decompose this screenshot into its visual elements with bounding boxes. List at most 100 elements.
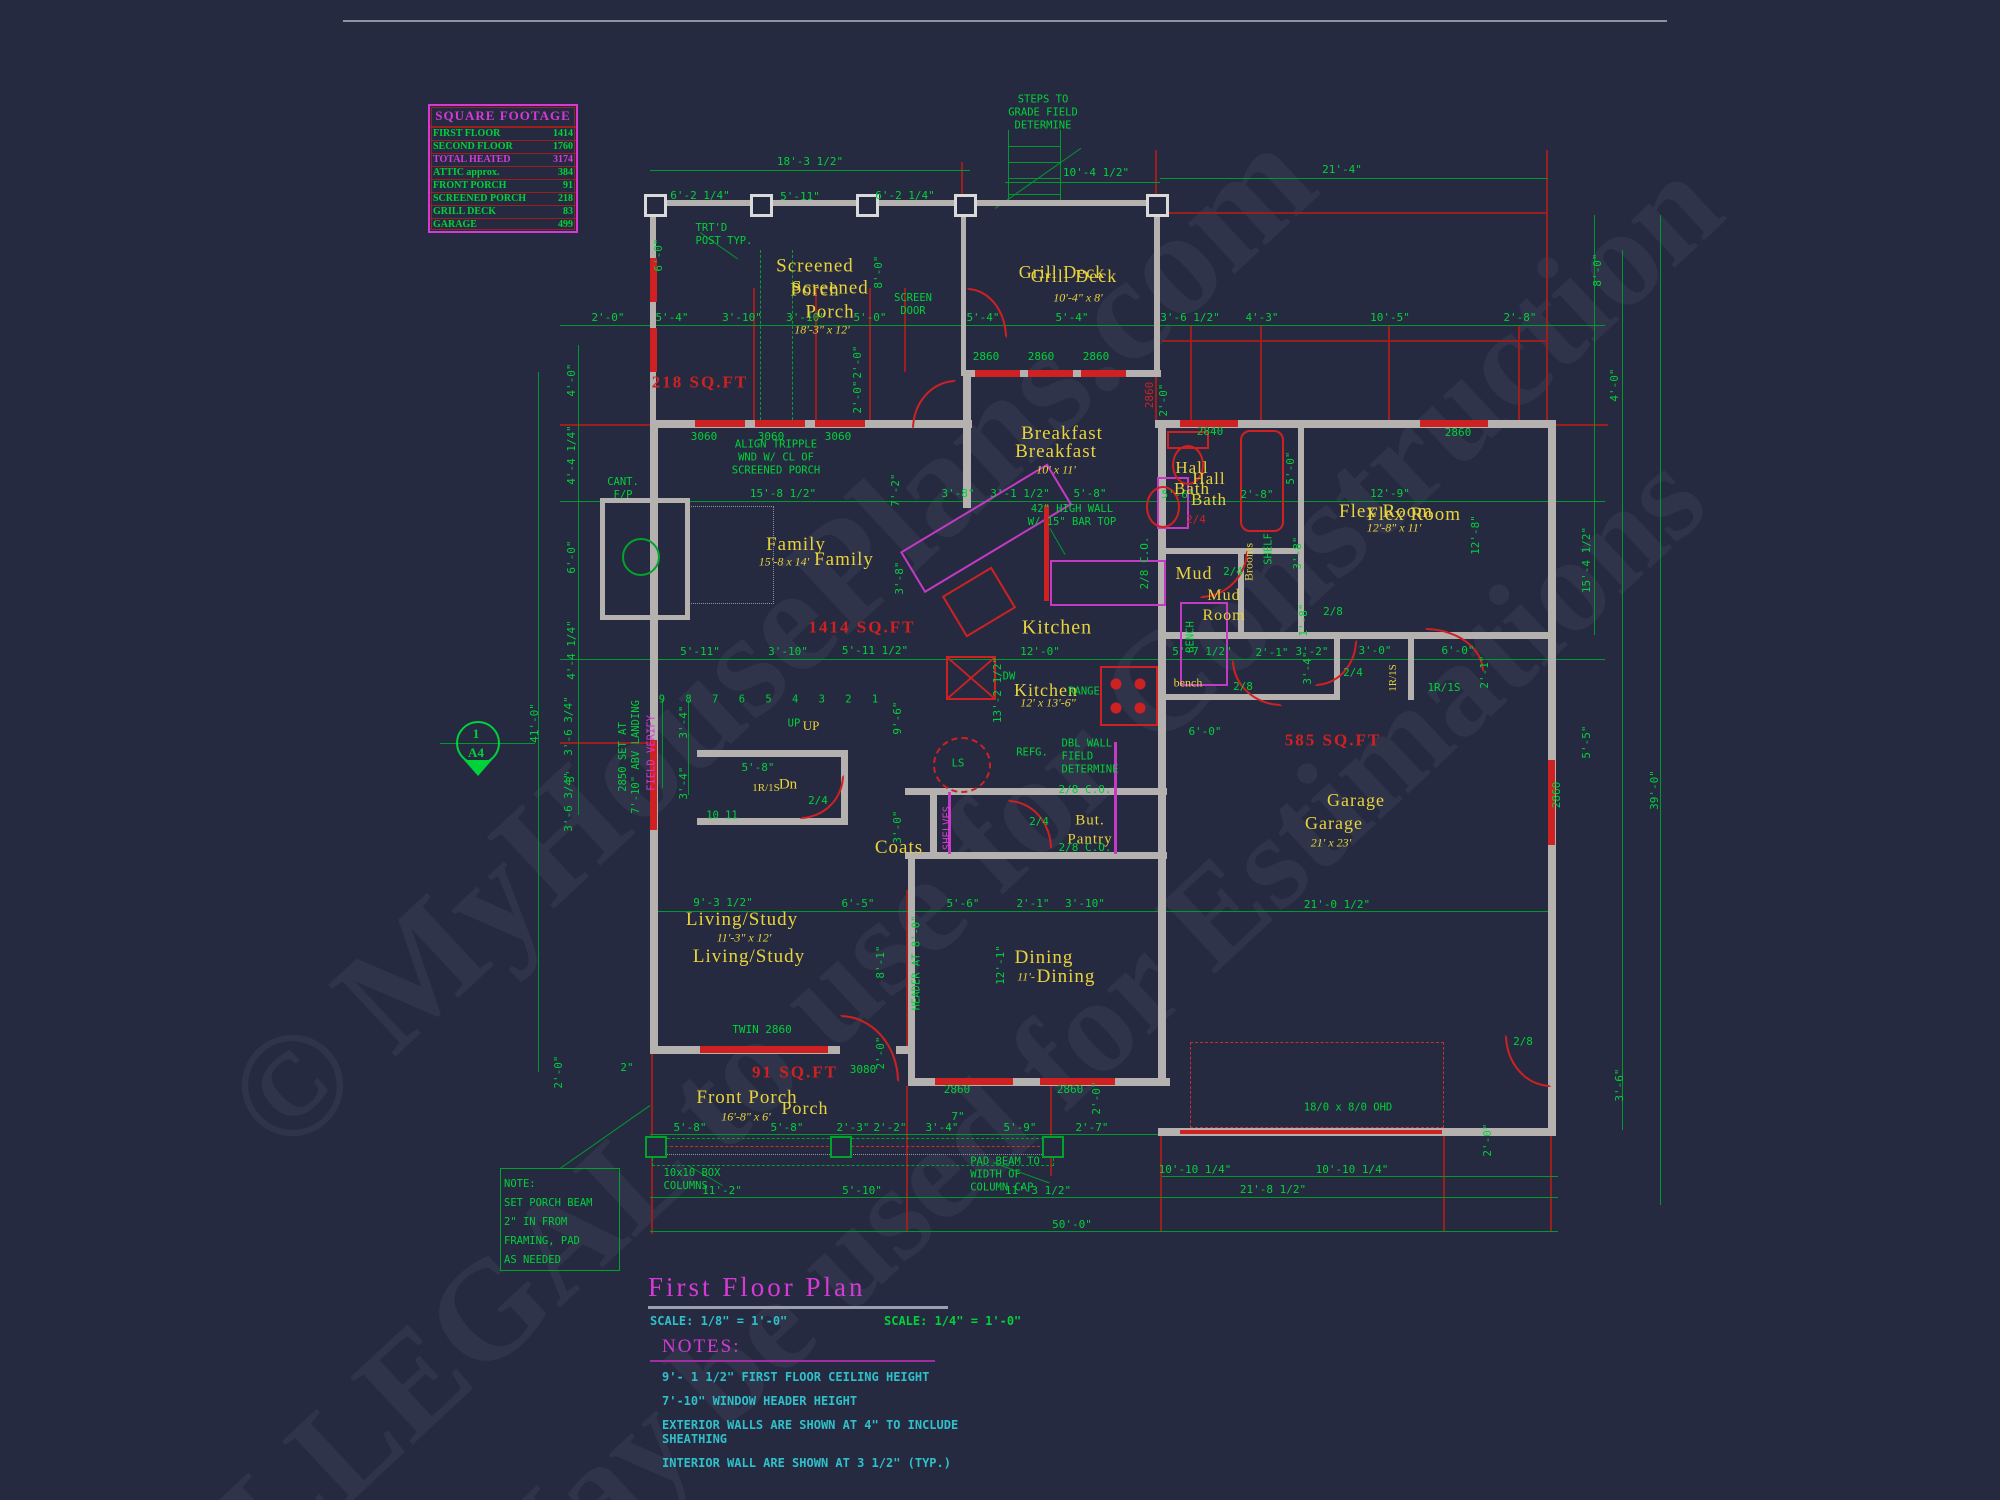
plan-note: CANT. F/P — [607, 475, 639, 501]
window-tag: 2840 — [1196, 425, 1224, 439]
construction-line — [1548, 424, 1608, 426]
toilet-icon — [1172, 445, 1204, 485]
plan-note: PAD BEAM TO WIDTH OF COLUMN CAP — [970, 1155, 1040, 1194]
wall-segment — [1408, 632, 1414, 700]
sqft-row-value: 499 — [558, 219, 573, 230]
plan-tag: 2/8 — [1323, 605, 1343, 619]
plan-note: SHELF — [1262, 533, 1275, 565]
dimension-label: 6'-0" — [1188, 725, 1222, 739]
wall-segment — [963, 370, 971, 428]
construction-line — [1550, 1136, 1552, 1232]
plan-note: TRT'D POST TYP. — [695, 221, 753, 247]
area-label-front-porch: 91 SQ.FT — [752, 1062, 838, 1082]
porch-dotted-line — [656, 1154, 1052, 1155]
plan-note: 9 8 7 6 5 4 3 2 1 — [658, 693, 886, 706]
sqft-row-label: FRONT PORCH — [433, 180, 507, 191]
dimension-label: 5'-6" — [946, 897, 980, 911]
room-label-hall-bath: Hall Bath — [1173, 457, 1211, 498]
plan-note: 42" HIGH WALL W/ 15" BAR TOP — [1027, 502, 1117, 528]
dimension-label: 2'-8" — [1503, 311, 1537, 325]
sqft-table-title: SQUARE FOOTAGE — [430, 106, 576, 128]
dimension-label: 11'-3 1/2" — [1004, 1184, 1072, 1198]
room-label-screened-porch: Screened Porch — [776, 255, 854, 300]
dimension-label: 3'-10" — [722, 311, 762, 325]
window-tag: 2860 — [1143, 381, 1157, 409]
window-tag: 2860 — [1082, 350, 1110, 364]
wall-segment — [1158, 694, 1340, 700]
sqft-row-label: GRILL DECK — [433, 206, 497, 217]
room-label: Porch — [781, 1097, 829, 1118]
porch-post — [644, 194, 667, 217]
room-size-label: 11'-3" x 12' — [716, 930, 772, 945]
plan-tag: 2/4 — [1029, 815, 1049, 829]
dimension-label: 4'-0" — [1608, 368, 1622, 402]
wall-segment — [841, 750, 848, 825]
plan-note: 10x10 BOX COLUMNS — [663, 1166, 721, 1192]
plan-note: BENCH — [1184, 621, 1197, 653]
window-marker — [935, 1078, 1013, 1085]
dimension-label: 3'-6 3/4" — [562, 772, 576, 832]
wall-segment — [905, 788, 1167, 795]
dimension-label: 2'-1" — [1016, 897, 1050, 911]
dimension-label: 3'-4" — [925, 1121, 959, 1135]
window-tag: 3060 — [824, 430, 852, 444]
plan-tag: 1R/1S — [1427, 681, 1461, 695]
sqft-row-label: SECOND FLOOR — [433, 141, 513, 152]
construction-line — [753, 288, 755, 422]
window-marker — [695, 420, 745, 427]
plan-note: DBL WALL FIELD DETERMINE — [1061, 737, 1119, 776]
window-tag: 2860 — [1027, 350, 1055, 364]
wall-segment — [1155, 420, 1552, 428]
porch-beam-note: NOTE: SET PORCH BEAM 2" IN FROM FRAMING,… — [504, 1178, 593, 1266]
construction-line — [1162, 212, 1548, 214]
dimension-label: 11'-2" — [702, 1184, 742, 1198]
porch-post — [1146, 194, 1169, 217]
wall-segment — [930, 788, 937, 858]
dimension-label: 5'-6" — [1161, 488, 1195, 502]
dimension-label: 10'-4 1/2" — [1062, 166, 1130, 180]
wall-segment — [908, 852, 915, 1086]
room-label-dining: Dining — [1014, 947, 1074, 969]
scale-label-right: SCALE: 1/4" = 1'-0" — [884, 1314, 1022, 1328]
plan-tag: 2/8 — [1513, 1035, 1533, 1049]
area-label-screened-porch: 218 SQ.FT — [651, 372, 749, 392]
plan-note: STEPS TO GRADE FIELD DETERMINE — [1008, 93, 1078, 132]
dimension-line — [1660, 215, 1661, 1205]
general-note: 9'- 1 1/2" FIRST FLOOR CEILING HEIGHT — [662, 1370, 930, 1384]
sqft-row-value: 1760 — [553, 141, 573, 152]
wall-segment — [896, 1046, 912, 1054]
room-size-label: 12'-8" x 11' — [1366, 520, 1422, 535]
wall-segment — [1238, 552, 1244, 638]
sqft-row-value: 3174 — [553, 154, 573, 165]
construction-line — [1443, 1132, 1445, 1232]
plan-tag: 2/8 C.O. — [1058, 841, 1112, 855]
dimension-line — [1060, 130, 1061, 204]
construction-line — [869, 288, 871, 422]
dimension-line — [650, 1197, 1558, 1198]
dimension-label: 39'-0" — [1648, 770, 1662, 810]
dimension-line — [560, 325, 1605, 326]
sqft-row-label: FIRST FLOOR — [433, 128, 501, 139]
door-tag: 3080 — [849, 1063, 877, 1077]
dimension-label: 5'-4" — [655, 311, 689, 325]
room-size-label: 15'-8 x 14' — [758, 554, 810, 569]
general-note: 7'-10" WINDOW HEADER HEIGHT — [662, 1394, 858, 1408]
wall-segment — [697, 750, 847, 757]
section-marker-pointer-icon — [464, 760, 492, 776]
dimension-line — [1622, 250, 1623, 1130]
dimension-label: 6'-0" — [652, 238, 666, 272]
dimension-label: 8'-1" — [874, 945, 888, 979]
fireplace-icon — [622, 538, 660, 576]
dimension-label: 5'-8" — [741, 761, 775, 775]
section-marker-number: 1 — [472, 725, 480, 741]
dishwasher-icon — [946, 656, 996, 700]
sqft-row-label: TOTAL HEATED — [433, 154, 511, 165]
room-label-family: Family — [766, 534, 826, 556]
room-size-label: 16'-8" x 6' — [721, 1109, 771, 1124]
window-tag: TWIN 2860 — [732, 1023, 792, 1037]
window-marker — [650, 258, 657, 302]
dimension-label: 15'-4 1/2" — [1580, 526, 1594, 594]
room-label-flex-room: Flex Room — [1339, 501, 1433, 523]
